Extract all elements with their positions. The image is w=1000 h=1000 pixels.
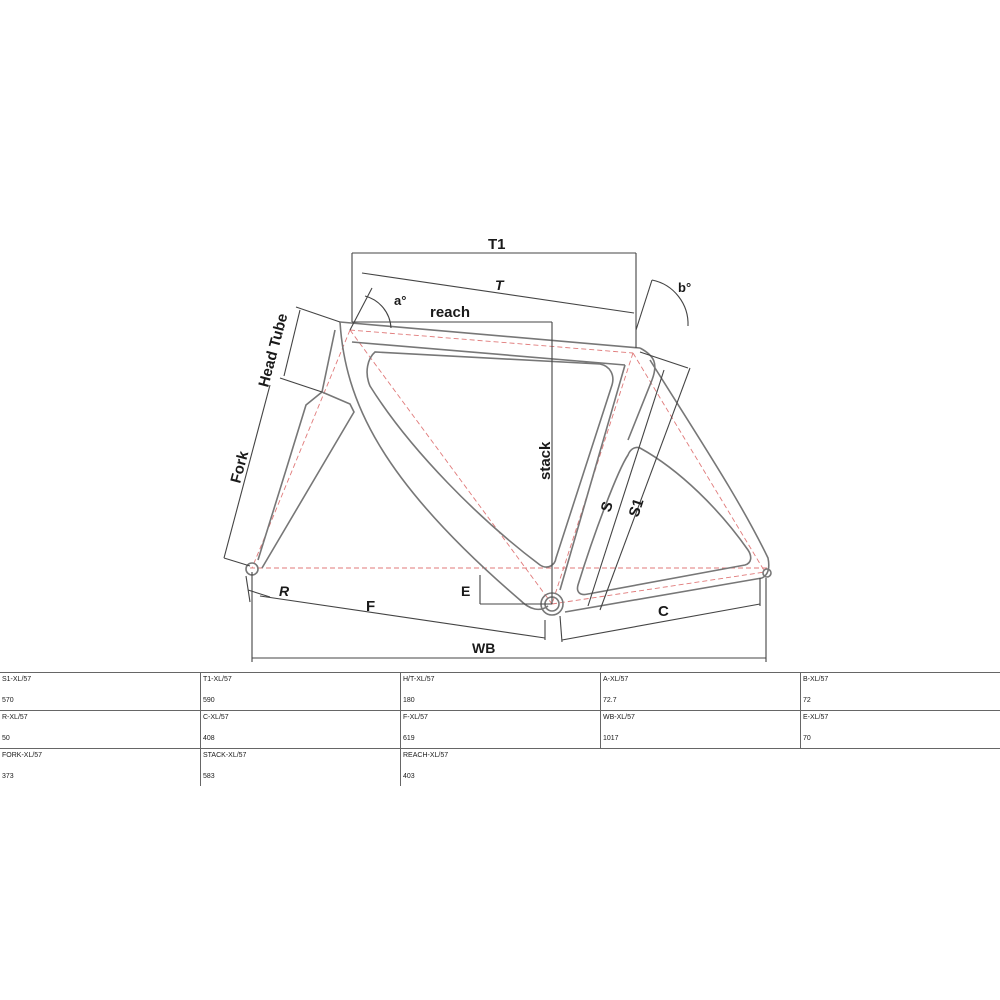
bike-frame bbox=[245, 321, 772, 616]
spec-value: 70 bbox=[803, 735, 811, 742]
construction-lines bbox=[250, 329, 770, 605]
spec-value: 619 bbox=[403, 735, 415, 742]
spec-row: FORK-XL/57 373 STACK-XL/57 583 REACH-XL/57 40… bbox=[0, 748, 1000, 786]
spec-label: REACH-XL/57 bbox=[403, 752, 449, 759]
dimension-lines bbox=[223, 252, 767, 662]
label-f: F bbox=[366, 598, 375, 615]
spec-label: WB-XL/57 bbox=[603, 714, 635, 721]
spec-cell: F-XL/57 619 bbox=[400, 711, 600, 748]
label-wb: WB bbox=[472, 640, 495, 656]
spec-cell bbox=[600, 749, 800, 786]
spec-cell: A-XL/57 72.7 bbox=[600, 673, 800, 710]
spec-value: 373 bbox=[2, 773, 14, 780]
label-s1: S1 bbox=[626, 497, 648, 520]
spec-cell: WB-XL/57 1017 bbox=[600, 711, 800, 748]
spec-row: S1-XL/57 570 T1-XL/57 590 H/T-XL/57 180 A-XL/5… bbox=[0, 672, 1000, 710]
spec-label: H/T-XL/57 bbox=[403, 676, 435, 683]
spec-cell bbox=[800, 749, 1000, 786]
dimension-labels: T1 T a° b° reach Head Tube Fork stack S … bbox=[227, 236, 691, 656]
spec-cell: FORK-XL/57 373 bbox=[0, 749, 200, 786]
spec-label: S1-XL/57 bbox=[2, 676, 32, 683]
label-a-angle: a° bbox=[394, 293, 406, 308]
spec-value: 72.7 bbox=[603, 697, 617, 704]
spec-label: A-XL/57 bbox=[603, 676, 629, 683]
label-s: S bbox=[598, 499, 617, 514]
spec-label: E-XL/57 bbox=[803, 714, 829, 721]
spec-label: FORK-XL/57 bbox=[2, 752, 43, 759]
label-reach: reach bbox=[430, 304, 470, 321]
spec-row: R-XL/57 50 C-XL/57 408 F-XL/57 619 WB-XL/57 101… bbox=[0, 710, 1000, 748]
geometry-spec-table: S1-XL/57 570 T1-XL/57 590 H/T-XL/57 180 A-XL/5… bbox=[0, 672, 1000, 786]
spec-value: 180 bbox=[403, 697, 415, 704]
spec-cell: B-XL/57 72 bbox=[800, 673, 1000, 710]
spec-cell: T1-XL/57 590 bbox=[200, 673, 400, 710]
spec-value: 590 bbox=[203, 697, 215, 704]
spec-cell: H/T-XL/57 180 bbox=[400, 673, 600, 710]
label-fork: Fork bbox=[227, 449, 252, 485]
spec-value: 408 bbox=[203, 735, 215, 742]
label-r: R bbox=[279, 583, 290, 599]
spec-value: 50 bbox=[2, 735, 10, 742]
label-stack: stack bbox=[537, 441, 554, 480]
spec-label: T1-XL/57 bbox=[203, 676, 232, 683]
spec-cell: C-XL/57 408 bbox=[200, 711, 400, 748]
spec-label: F-XL/57 bbox=[403, 714, 428, 721]
spec-label: STACK-XL/57 bbox=[203, 752, 247, 759]
spec-cell: STACK-XL/57 583 bbox=[200, 749, 400, 786]
frame-geometry-diagram: T1 T a° b° reach Head Tube Fork stack S … bbox=[223, 236, 772, 662]
spec-label: B-XL/57 bbox=[803, 676, 829, 683]
spec-cell: E-XL/57 70 bbox=[800, 711, 1000, 748]
spec-value: 1017 bbox=[603, 735, 619, 742]
label-c: C bbox=[658, 603, 669, 620]
spec-cell: R-XL/57 50 bbox=[0, 711, 200, 748]
label-e: E bbox=[461, 583, 470, 599]
label-head-tube: Head Tube bbox=[255, 312, 291, 389]
spec-cell: S1-XL/57 570 bbox=[0, 673, 200, 710]
label-t: T bbox=[495, 277, 505, 293]
spec-value: 570 bbox=[2, 697, 14, 704]
spec-value: 583 bbox=[203, 773, 215, 780]
label-t1: T1 bbox=[488, 236, 506, 253]
spec-label: R-XL/57 bbox=[2, 714, 28, 721]
spec-label: C-XL/57 bbox=[203, 714, 229, 721]
spec-cell: REACH-XL/57 403 bbox=[400, 749, 600, 786]
spec-value: 72 bbox=[803, 697, 811, 704]
spec-value: 403 bbox=[403, 773, 415, 780]
label-b-angle: b° bbox=[678, 280, 691, 295]
